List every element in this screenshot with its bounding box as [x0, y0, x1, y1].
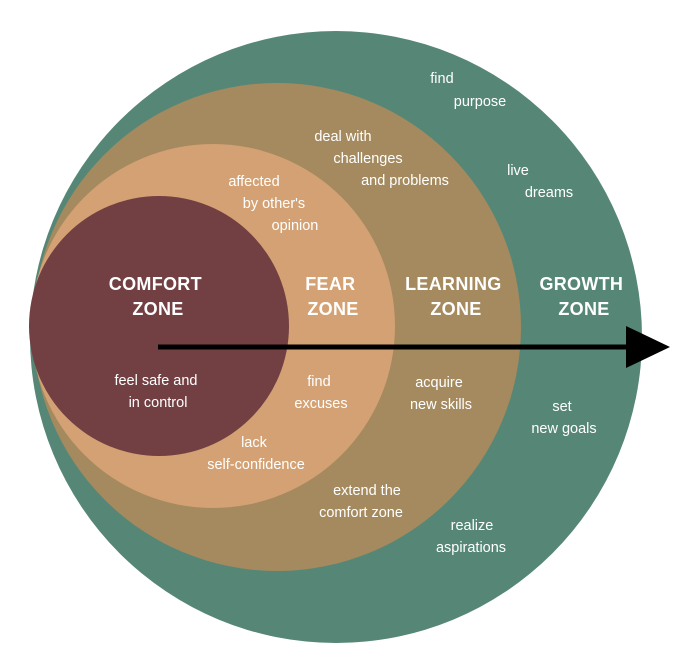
comfort-zone-title: COMFORT ZONE: [109, 274, 207, 319]
learning-note-extend: extend the comfort zone: [319, 483, 405, 521]
learning-note-skills: acquire new skills: [410, 375, 472, 413]
growth-note-goals: set new goals: [531, 399, 596, 437]
comfort-note-safe: feel safe and in control: [114, 373, 201, 411]
comfort-zone-circle: [29, 196, 289, 456]
growth-note-dreams: live dreams: [507, 163, 573, 201]
growth-note-purpose: find purpose: [430, 71, 506, 110]
fear-note-opinion: affected by other's opinion: [228, 174, 318, 234]
growth-zone-title: GROWTH ZONE: [539, 274, 628, 319]
growth-note-aspirations: realize aspirations: [436, 518, 506, 556]
fear-note-excuses: find excuses: [294, 374, 347, 412]
fear-zone-title: FEAR ZONE: [305, 274, 361, 319]
learning-zone-title: LEARNING ZONE: [405, 274, 507, 319]
learning-note-challenges: deal with challenges and problems: [314, 129, 449, 189]
fear-note-self-confidence: lack self-confidence: [207, 435, 305, 473]
progress-arrowhead-icon: [626, 326, 670, 368]
